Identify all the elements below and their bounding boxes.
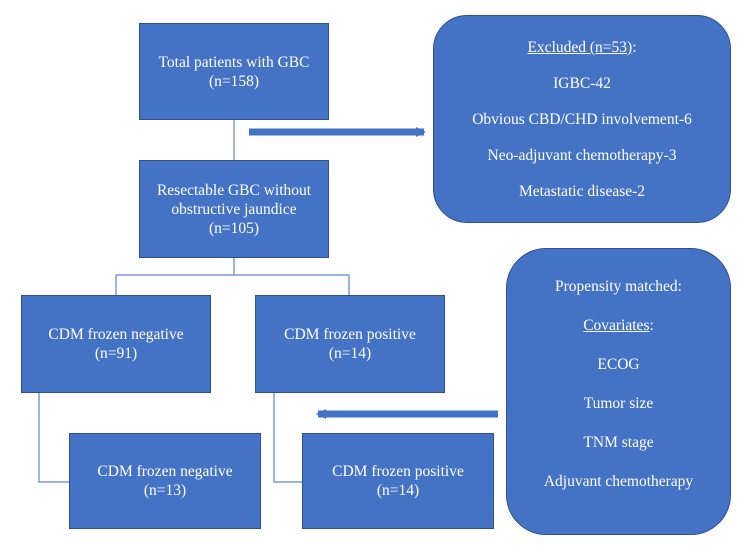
neg-matched-label: CDM frozen negative	[97, 463, 233, 480]
box-propensity-matched: Propensity matched: Covariates: ECOG Tum…	[506, 248, 731, 535]
excluded-heading: Excluded (n=53):	[527, 39, 636, 57]
pos-matched-label: CDM frozen positive	[332, 463, 464, 480]
pos-matched-count: (n=14)	[376, 482, 420, 499]
resectable-label-2: obstructive jaundice	[171, 200, 297, 218]
box-cdm-frozen-negative: CDM frozen negative (n=91)	[21, 295, 211, 393]
covariates-heading-text: Covariates	[583, 316, 650, 334]
neg-frozen-label: CDM frozen negative	[48, 326, 184, 343]
neg-matched-count: (n=13)	[143, 482, 187, 499]
excluded-item: Metastatic disease-2	[518, 183, 646, 200]
total-count: (n=158)	[208, 72, 260, 90]
box-matched-positive: CDM frozen positive (n=14)	[302, 433, 494, 529]
resectable-count: (n=105)	[208, 219, 260, 237]
connector-pos-to-matched	[273, 393, 302, 483]
box-cdm-frozen-positive: CDM frozen positive (n=14)	[255, 295, 445, 393]
box-total-patients: Total patients with GBC (n=158)	[139, 23, 329, 120]
excluded-item: IGBC-42	[553, 75, 611, 92]
covariate-item: Adjuvant chemotherapy	[543, 473, 694, 491]
total-label: Total patients with GBC	[158, 53, 310, 71]
box-matched-negative: CDM frozen negative (n=13)	[69, 433, 261, 529]
covariate-item: ECOG	[597, 355, 640, 373]
excluded-item: Obvious CBD/CHD involvement-6	[472, 111, 692, 128]
covariate-item: Tumor size	[583, 395, 654, 413]
covariates-heading: Covariates:	[583, 317, 654, 335]
pos-frozen-label: CDM frozen positive	[284, 326, 416, 343]
covariates-heading-colon: :	[649, 316, 654, 334]
excluded-heading-text: Excluded (n=53)	[527, 39, 633, 56]
box-excluded: Excluded (n=53): IGBC-42 Obvious CBD/CHD…	[433, 15, 731, 223]
neg-frozen-count: (n=91)	[94, 345, 138, 362]
box-resectable: Resectable GBC without obstructive jaund…	[139, 160, 329, 258]
propensity-title: Propensity matched:	[555, 277, 682, 295]
excluded-item: Neo-adjuvant chemotherapy-3	[487, 147, 677, 164]
pos-frozen-count: (n=14)	[328, 345, 372, 362]
resectable-label-1: Resectable GBC without	[156, 181, 312, 199]
connector-neg-to-matched	[38, 393, 69, 483]
excluded-heading-colon: :	[632, 39, 637, 56]
covariate-item: TNM stage	[583, 434, 654, 452]
